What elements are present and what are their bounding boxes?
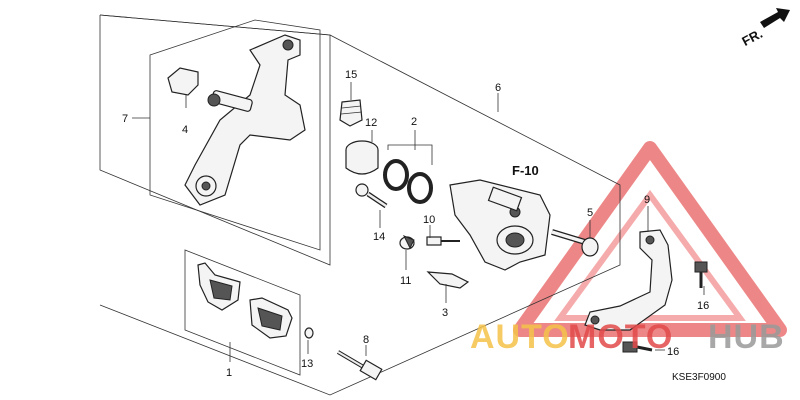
assembly-outline xyxy=(99,14,621,396)
caliper-body-part xyxy=(449,179,551,271)
bolt-part-lower xyxy=(622,341,653,353)
piston-part xyxy=(345,140,379,175)
callout-labels: 7 4 15 12 2 6 F-10 14 10 11 3 5 9 16 16 … xyxy=(122,26,765,383)
watermark-logo: AUTO MOTO HUB xyxy=(470,318,785,356)
callout-13: 13 xyxy=(301,358,313,370)
diagram-code: KSE3F0900 xyxy=(672,372,726,383)
callout-16-lower: 16 xyxy=(667,346,679,358)
callout-14: 14 xyxy=(373,231,385,243)
bolt-part-upper xyxy=(694,261,708,288)
caliper-bracket-part xyxy=(184,34,306,206)
callout-2: 2 xyxy=(411,116,417,128)
callout-8: 8 xyxy=(363,334,369,346)
slide-pin-bolt-part xyxy=(551,229,599,257)
pad-pin-clip-part xyxy=(304,327,314,339)
brake-pad-right xyxy=(249,297,293,339)
watermark-text-hub: HUB xyxy=(708,318,785,356)
callout-4: 4 xyxy=(182,124,188,136)
slide-pin-part xyxy=(355,183,388,209)
watermark-text-moto: MOTO xyxy=(568,318,673,356)
ref-label: F-10 xyxy=(512,163,539,178)
direction-label: FR. xyxy=(739,26,765,49)
stopper-bracket-part xyxy=(584,229,673,331)
bleeder-cap-part xyxy=(399,235,415,250)
pad-retainer-part xyxy=(426,271,470,289)
pad-spring-part xyxy=(167,67,199,96)
callout-11: 11 xyxy=(400,275,411,287)
pin-boot-part xyxy=(339,99,363,127)
callout-12: 12 xyxy=(365,117,377,129)
pad-subbox xyxy=(184,249,301,376)
pad-pin-part xyxy=(336,350,383,381)
callout-15: 15 xyxy=(345,69,357,81)
callout-9: 9 xyxy=(644,194,650,206)
callout-3: 3 xyxy=(442,307,448,319)
watermark-text-auto: AUTO xyxy=(470,318,570,356)
callout-6: 6 xyxy=(495,82,501,94)
callout-5: 5 xyxy=(587,207,593,219)
front-direction-arrow-icon xyxy=(760,8,790,28)
leader-lines xyxy=(132,82,705,362)
callout-1: 1 xyxy=(226,367,232,379)
brake-pad-left xyxy=(197,262,241,311)
callout-16-upper: 16 xyxy=(697,300,709,312)
bracket-subbox xyxy=(149,19,321,251)
piston-seal-part xyxy=(383,159,433,204)
callout-7: 7 xyxy=(122,113,128,125)
bleeder-valve-part xyxy=(426,236,460,246)
callout-10: 10 xyxy=(423,214,435,226)
